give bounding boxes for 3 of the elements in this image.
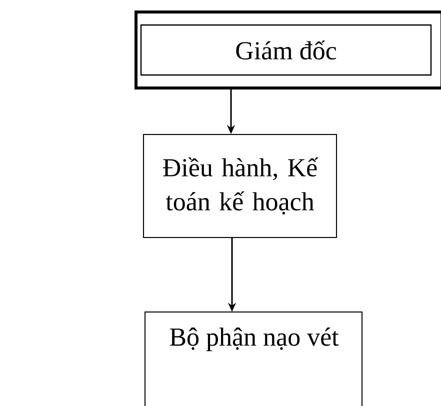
- org-box: Điều hành, Kế toán kế hoạch: [143, 134, 337, 238]
- org-box: Bộ phận nạo vét: [144, 312, 362, 406]
- org-box: Giám đốc: [134, 10, 441, 90]
